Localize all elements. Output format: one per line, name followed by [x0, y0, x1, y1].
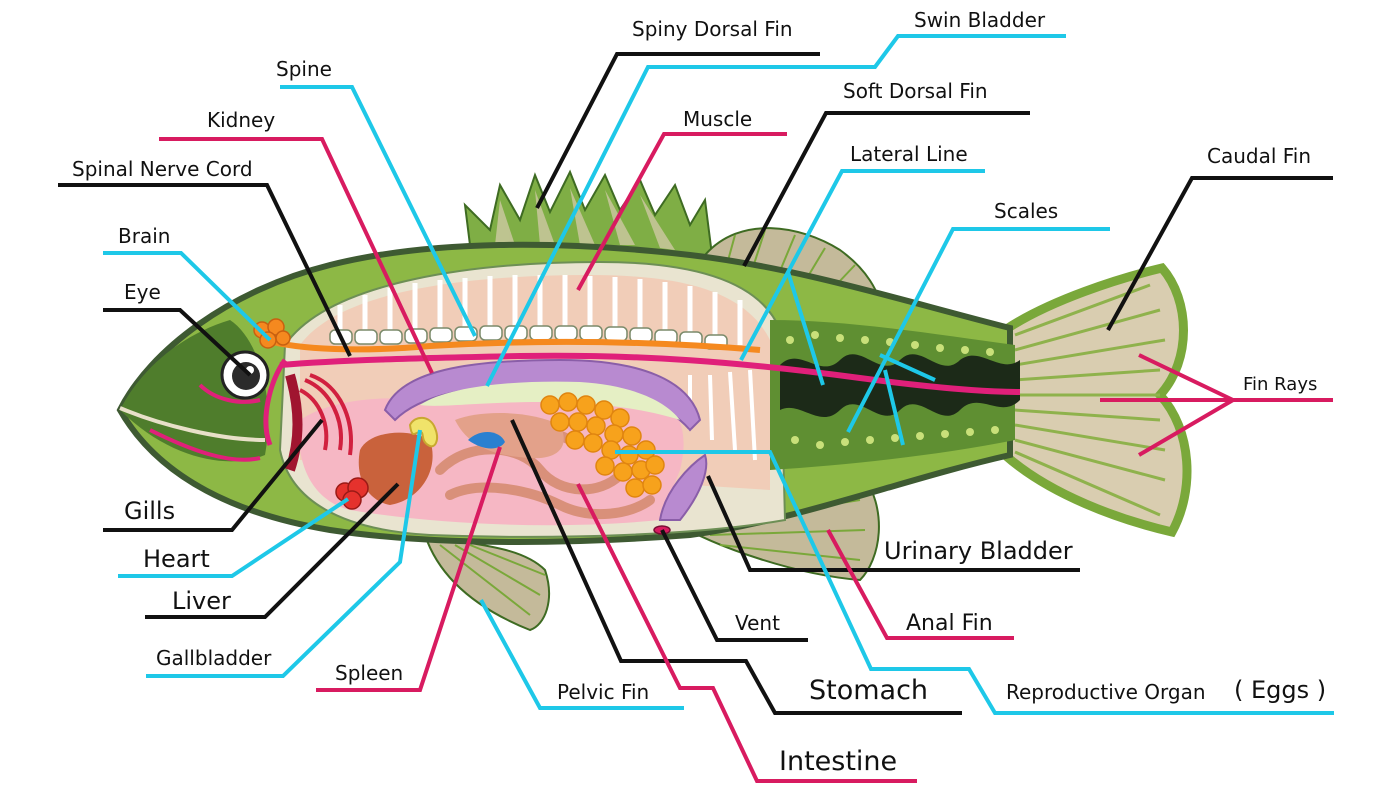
- line-caudal-fin: [1106, 176, 1333, 331]
- liver: [358, 432, 433, 505]
- gills: [299, 373, 353, 456]
- line-heart: [118, 497, 350, 578]
- label-spine: Spine: [276, 57, 332, 81]
- label-urinary-bladder: Urinary Bladder: [884, 537, 1073, 565]
- label-pelvic-fin: Pelvic Fin: [557, 680, 649, 704]
- label-stomach: Stomach: [809, 675, 928, 706]
- line-swim-bladder: [485, 34, 1066, 387]
- label-fin-rays: Fin Rays: [1243, 374, 1317, 395]
- reproductive-organ-eggs: [540, 392, 665, 498]
- label-reproductive-organ: Reproductive Organ: [1006, 680, 1206, 704]
- label-brain: Brain: [118, 224, 170, 248]
- line-eye: [103, 308, 252, 377]
- labels: Spiny Dorsal Fin Swin Bladder Spine Musc…: [72, 8, 1326, 777]
- line-reproductive-organ: [615, 450, 1334, 715]
- line-spleen: [316, 446, 502, 692]
- label-gills: Gills: [124, 497, 175, 525]
- label-liver: Liver: [172, 587, 231, 615]
- line-anal-fin: [826, 529, 1014, 640]
- label-eye: Eye: [124, 280, 161, 304]
- line-soft-dorsal-fin: [742, 111, 1030, 267]
- label-spleen: Spleen: [335, 661, 403, 685]
- heart: [335, 477, 369, 510]
- vertebrae: [329, 325, 728, 350]
- spleen: [468, 431, 505, 449]
- line-liver: [145, 482, 400, 619]
- label-eggs: ( Eggs ): [1234, 676, 1326, 704]
- line-scales: [846, 227, 1110, 433]
- line-spine: [280, 85, 477, 337]
- label-gallbladder: Gallbladder: [156, 646, 272, 670]
- spiny-dorsal-fin: [463, 169, 714, 264]
- line-intestine: [576, 483, 917, 783]
- label-lateral-line: Lateral Line: [850, 142, 968, 166]
- label-kidney: Kidney: [207, 108, 275, 132]
- line-pelvic-fin: [479, 599, 684, 710]
- label-scales: Scales: [994, 199, 1058, 223]
- line-vent: [660, 529, 808, 642]
- label-anal-fin: Anal Fin: [906, 611, 993, 636]
- leader-lines: [58, 34, 1334, 783]
- line-gallbladder: [146, 429, 422, 678]
- gallbladder: [408, 416, 438, 448]
- label-spiny-dorsal-fin: Spiny Dorsal Fin: [632, 17, 793, 41]
- urinary-bladder: [658, 453, 708, 521]
- line-brain: [103, 251, 272, 342]
- line-spinal-nerve-cord: [58, 183, 352, 357]
- label-vent: Vent: [735, 611, 780, 635]
- line-spiny-dorsal-fin: [535, 52, 820, 209]
- line-urinary-bladder: [706, 475, 1080, 572]
- caudal-fin-rays: [1014, 283, 1166, 517]
- label-swim-bladder: Swin Bladder: [914, 8, 1046, 32]
- label-soft-dorsal-fin: Soft Dorsal Fin: [843, 79, 988, 103]
- label-spinal-nerve-cord: Spinal Nerve Cord: [72, 157, 253, 181]
- line-stomach: [510, 419, 962, 715]
- spinal-nerve-cord: [264, 337, 761, 353]
- line-kidney: [159, 137, 434, 374]
- label-heart: Heart: [143, 545, 210, 573]
- line-gills: [103, 418, 324, 532]
- fish-illustration: [116, 169, 1192, 632]
- kidney-lateral-line: [279, 352, 1021, 395]
- label-intestine: Intestine: [779, 746, 897, 777]
- label-muscle: Muscle: [683, 107, 752, 131]
- line-lateral-line: [739, 169, 985, 361]
- eye: [220, 350, 270, 400]
- line-muscle: [576, 132, 787, 291]
- label-caudal-fin: Caudal Fin: [1207, 144, 1311, 168]
